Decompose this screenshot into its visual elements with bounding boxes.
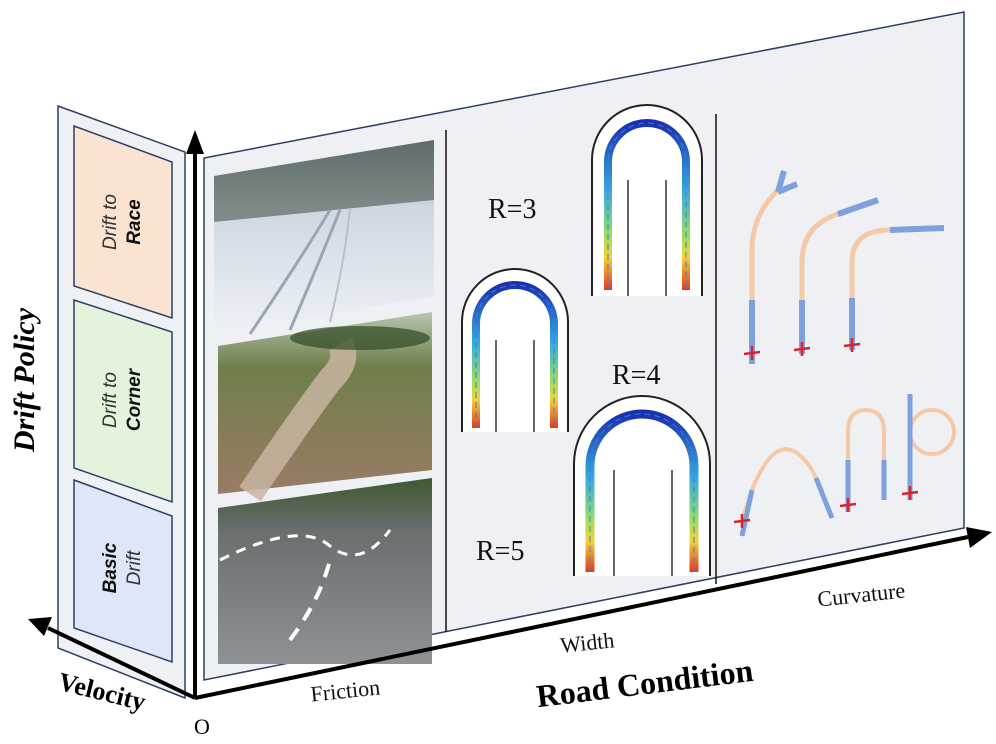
section-label-friction: Friction (309, 674, 381, 706)
policy-corner-line1: Drift to (100, 372, 121, 428)
radius-label-r3: R=3 (488, 194, 536, 225)
policy-box-race (73, 124, 173, 320)
policy-basic-line1: Basic (100, 542, 121, 593)
curvature-track-5 (839, 407, 887, 512)
curvature-track-4 (733, 447, 835, 537)
depth-axis (28, 617, 196, 700)
radius-label-r4: R=4 (612, 360, 660, 391)
policy-box-corner (73, 298, 173, 504)
curvature-track-2 (793, 197, 879, 356)
policy-race-line1: Drift to (100, 194, 121, 250)
horizontal-axis (194, 527, 992, 700)
policy-box-basic (73, 478, 173, 664)
curvature-track-6 (901, 394, 956, 500)
axis-label-drift-policy: Drift Policy (8, 307, 41, 453)
radius-label-r5: R=5 (476, 536, 524, 567)
section-label-width: Width (559, 627, 615, 658)
axis-label-road-condition: Road Condition (534, 652, 755, 714)
curvature-track-1 (743, 170, 799, 364)
snow-road-photo (214, 140, 434, 335)
vertical-axis (186, 130, 204, 698)
policy-race-line2: Race (124, 199, 145, 245)
track-r4 (461, 268, 569, 432)
section-label-curvature: Curvature (816, 578, 906, 612)
curvature-track-3 (843, 225, 945, 352)
policy-corner-line2: Corner (124, 367, 145, 431)
asphalt-road-photo (218, 478, 432, 664)
policy-basic-line2: Drift (124, 550, 145, 586)
axis-origin-label: O (194, 714, 210, 739)
dirt-road-photo (218, 312, 432, 502)
track-r5 (573, 395, 711, 576)
track-r3 (591, 104, 703, 296)
